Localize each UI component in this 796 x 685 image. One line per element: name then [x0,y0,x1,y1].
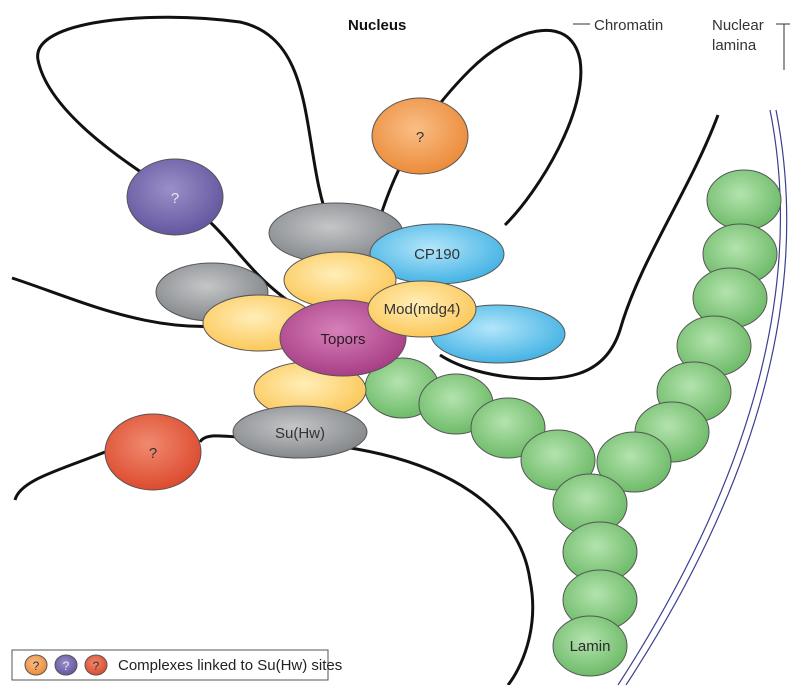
lamin-bead [706,169,782,231]
chromatin-label-group: Chromatin [573,17,663,34]
nucleus-title: Nucleus [348,17,406,34]
legend-red-mark: ? [93,659,100,673]
chromatin-label: Chromatin [594,17,663,34]
legend-label: Complexes linked to Su(Hw) sites [118,657,342,674]
lamin-chain: Lamin [364,169,782,677]
legend-red-marker [84,654,108,676]
suhw-protein [232,405,368,459]
lamin-bead [470,397,546,459]
lamin-bead [596,431,672,493]
lamin-bead [552,615,628,677]
legend: ? ? ? Complexes linked to Su(Hw) sites [11,649,342,681]
nuclear-lamina-label-group: Nuclear lamina [712,17,790,70]
cp190-label: CP190 [414,246,460,263]
mod-mdg4-protein [367,280,477,338]
unknown-complexes: ? ? ? [104,97,469,491]
legend-orange-marker [24,654,48,676]
legend-purple-mark: ? [63,659,70,673]
red-unknown-label: ? [149,445,157,462]
red-unknown-complex [104,413,202,491]
mod-mdg4-label: Mod(mdg4) [384,301,461,318]
topors-label: Topors [320,331,365,348]
suhw-label: Su(Hw) [275,425,325,442]
lamin-label: Lamin [570,638,611,655]
legend-purple-marker [54,654,78,676]
legend-orange-mark: ? [33,659,40,673]
orange-unknown-complex [371,97,469,175]
orange-unknown-label: ? [416,129,424,146]
purple-unknown-label: ? [171,190,179,207]
purple-unknown-complex [126,158,224,236]
nuclear-lamina-label-line1: Nuclear [712,17,764,34]
nuclear-lamina [617,109,788,685]
nuclear-lamina-label-line2: lamina [712,37,757,54]
insulator-complex: CP190 Topors Mod(mdg4) Su(Hw) [155,202,566,459]
